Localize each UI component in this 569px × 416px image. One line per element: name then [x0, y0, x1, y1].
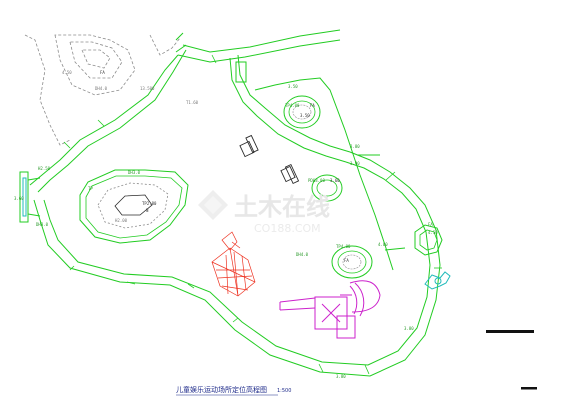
label-path-b: 4.00 [378, 242, 388, 247]
watermark: 土木在线 CO188.COM [198, 190, 330, 235]
cyan-feature [424, 271, 451, 290]
label-pav4-a: FA [428, 222, 433, 227]
play-boundary [254, 77, 406, 271]
label-pav2-b: 3.60 [330, 178, 340, 183]
label-hill-b: 13.500 [140, 86, 155, 91]
dimension-ticks [63, 54, 442, 375]
elevation-labels: 4.50 FA DH4.0 13.500 T1.60 H2.50 3.60 DH… [14, 70, 438, 379]
label-north-c: 3.50 [288, 84, 298, 89]
label-plaza: DH4.0 [296, 252, 309, 257]
label-path-a: 3.90 [350, 161, 360, 166]
label-left-gate: H2.50 [38, 166, 51, 171]
watermark-sub: CO188.COM [254, 222, 321, 235]
label-pav2-a: PDH3.00 [308, 178, 325, 183]
main-path [29, 29, 441, 377]
pavilion-1 [283, 95, 321, 129]
label-left-side: DH3.0 [36, 222, 49, 227]
label-pav3-b: FA [344, 258, 349, 263]
label-island-tp: TP [88, 186, 93, 191]
label-path-c: 3.80 [350, 144, 360, 149]
hill-contours [24, 34, 181, 146]
label-pav1-c: 3.50 [300, 113, 310, 118]
label-island-n: N [146, 208, 149, 213]
drawing-scale: 1:500 [277, 388, 291, 394]
scale-bar-short [521, 387, 537, 390]
label-left-gate-b: 3.60 [14, 196, 24, 201]
label-pav1-b: FA [310, 103, 315, 108]
watermark-main: 土木在线 [234, 193, 330, 221]
label-kiosk: T1.60 [186, 100, 199, 105]
left-gate [19, 171, 41, 223]
label-lower-right: 3.80 [404, 326, 414, 331]
label-bottom-path: 3.80 [336, 374, 346, 379]
pavilion-2 [311, 174, 343, 202]
label-pav4-b: 4.50 [428, 230, 438, 235]
label-hill-a-mark: FA [100, 70, 105, 75]
pavilion-4 [414, 224, 443, 256]
label-pav3-a: TP4.00 [336, 244, 351, 249]
island [79, 169, 189, 244]
pavilion-3 [331, 245, 373, 279]
label-island-top: DH3.0 [128, 170, 141, 175]
label-hill-top: 4.50 [62, 70, 72, 75]
label-island-bot: H2.00 [115, 218, 128, 223]
label-pav1-a: TP4.00 [285, 103, 300, 108]
label-island-mid: TP2.80 [142, 201, 157, 206]
benches [239, 134, 300, 185]
climbing-frame [211, 231, 256, 297]
label-hill-a: DH4.0 [95, 86, 108, 91]
top-gate [175, 32, 247, 83]
drawing-title: 儿童娱乐运动场所定位高程图 [176, 385, 267, 394]
scale-bar-long [486, 330, 534, 333]
slide-structure [279, 280, 381, 339]
